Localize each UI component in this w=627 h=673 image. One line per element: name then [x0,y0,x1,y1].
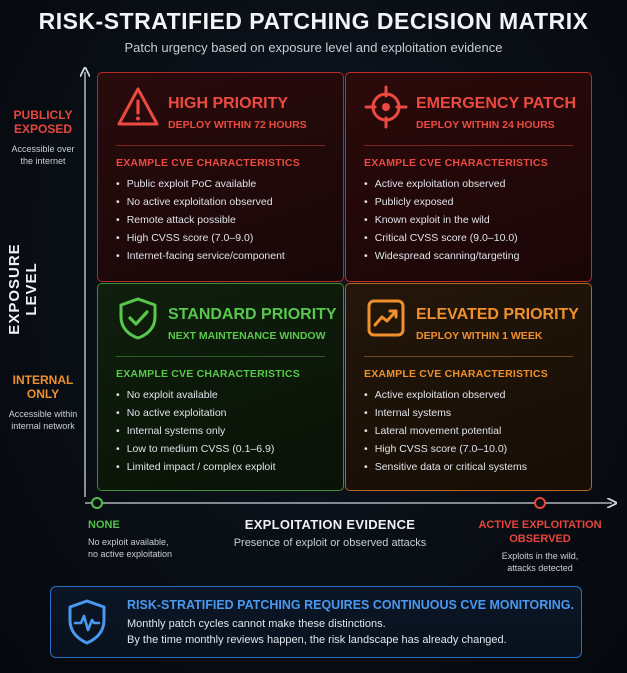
monitoring-banner: RISK-STRATIFIED PATCHING REQUIRES CONTIN… [50,586,582,658]
quadrant-deadline: DEPLOY WITHIN 1 WEEK [416,330,543,342]
list-item: Sensitive data or critical systems [364,458,527,476]
quadrant-title: EMERGENCY PATCH [416,95,577,112]
quadrant-high-priority: HIGH PRIORITY DEPLOY WITHIN 72 HOURS EXA… [97,72,344,282]
quadrant-deadline: NEXT MAINTENANCE WINDOW [168,330,326,342]
shield-check-icon [119,297,157,340]
quadrant-emergency-patch: EMERGENCY PATCH DEPLOY WITHIN 24 HOURS E… [345,72,592,282]
y-axis-label: EXPOSURE LEVEL [6,243,40,335]
y-high-title: PUBLICLY EXPOSED [13,108,73,136]
x-high-title: ACTIVE EXPLOITATION OBSERVED [470,518,610,546]
x-low-desc: No exploit available, no active exploita… [88,536,198,560]
divider [364,145,573,146]
x-origin-dot [91,497,103,509]
characteristics-list: No exploit available No active exploitat… [116,386,276,476]
characteristics-list: Active exploitation observed Publicly ex… [364,175,520,265]
shield-heartbeat-icon [68,599,106,645]
quadrant-elevated-priority: ELEVATED PRIORITY DEPLOY WITHIN 1 WEEK E… [345,283,592,491]
list-item: Internal systems [364,404,527,422]
x-low-title: NONE [88,519,120,531]
quadrant-title: STANDARD PRIORITY [168,306,337,323]
divider [364,356,573,357]
list-item: No exploit available [116,386,276,404]
x-low-desc-line1: No exploit available, [88,537,169,547]
x-high-desc-line1: Exploits in the wild, [501,551,579,561]
page-title: RISK-STRATIFIED PATCHING DECISION MATRIX [38,8,589,34]
divider [116,145,325,146]
x-high-title-line1: ACTIVE EXPLOITATION [478,519,602,531]
x-axis-sub: Presence of exploit or observed attacks [233,537,427,549]
quadrant-standard-priority: STANDARD PRIORITY NEXT MAINTENANCE WINDO… [97,283,344,491]
page-subtitle: Patch urgency based on exposure level an… [124,40,503,55]
x-high-desc-line2: attacks detected [507,563,573,573]
banner-text-line2: By the time monthly reviews happen, the … [127,634,507,646]
quadrant-deadline: DEPLOY WITHIN 24 HOURS [416,119,555,131]
list-item: Widespread scanning/targeting [364,247,520,265]
list-item: Active exploitation observed [364,175,519,193]
y-high-desc: Accessible over the internet [11,144,75,166]
list-item: Lateral movement potential [364,422,527,440]
list-item: Limited impact / complex exploit [116,458,276,476]
warning-triangle-icon [117,87,159,126]
x-high-desc: Exploits in the wild, attacks detected [470,550,610,574]
quadrant-deadline: DEPLOY WITHIN 72 HOURS [168,119,307,131]
y-low-desc: Accessible within internal network [8,409,78,431]
list-item: Internal systems only [116,422,276,440]
quadrant-title: ELEVATED PRIORITY [416,306,579,323]
characteristics-list: Active exploitation observed Internal sy… [364,386,527,476]
list-item: No active exploitation observed [116,193,285,211]
list-item: Remote attack possible [116,211,285,229]
list-item: No active exploitation [116,404,276,422]
list-item: High CVSS score (7.0–10.0) [364,440,527,458]
quadrant-title: HIGH PRIORITY [168,95,289,112]
x-axis-label: EXPLOITATION EVIDENCE [244,517,416,532]
x-low-desc-line2: no active exploitation [88,549,173,559]
quadrant-heading: EXAMPLE CVE CHARACTERISTICS [364,157,548,169]
quadrant-heading: EXAMPLE CVE CHARACTERISTICS [116,368,300,380]
quadrant-heading: EXAMPLE CVE CHARACTERISTICS [364,368,548,380]
y-low-title: INTERNAL ONLY [12,373,74,401]
list-item: Critical CVSS score (9.0–10.0) [364,229,519,247]
trend-up-chart-icon [367,299,405,337]
divider [116,356,325,357]
characteristics-list: Public exploit PoC available No active e… [116,175,285,265]
list-item: Active exploitation observed [364,386,527,404]
x-end-dot [534,497,546,509]
list-item: Public exploit PoC available [116,175,285,193]
banner-title: RISK-STRATIFIED PATCHING REQUIRES CONTIN… [127,598,575,612]
list-item: Known exploit in the wild [364,211,519,229]
list-item: Low to medium CVSS (0.1–6.9) [116,440,276,458]
list-item: High CVSS score (7.0–9.0) [116,229,285,247]
list-item: Internet-facing service/component [116,247,285,265]
list-item: Publicly exposed [364,193,519,211]
crosshair-target-icon [364,85,408,129]
x-high-title-line2: OBSERVED [509,533,571,545]
quadrant-heading: EXAMPLE CVE CHARACTERISTICS [116,157,300,169]
banner-text-line1: Monthly patch cycles cannot make these d… [127,618,386,630]
